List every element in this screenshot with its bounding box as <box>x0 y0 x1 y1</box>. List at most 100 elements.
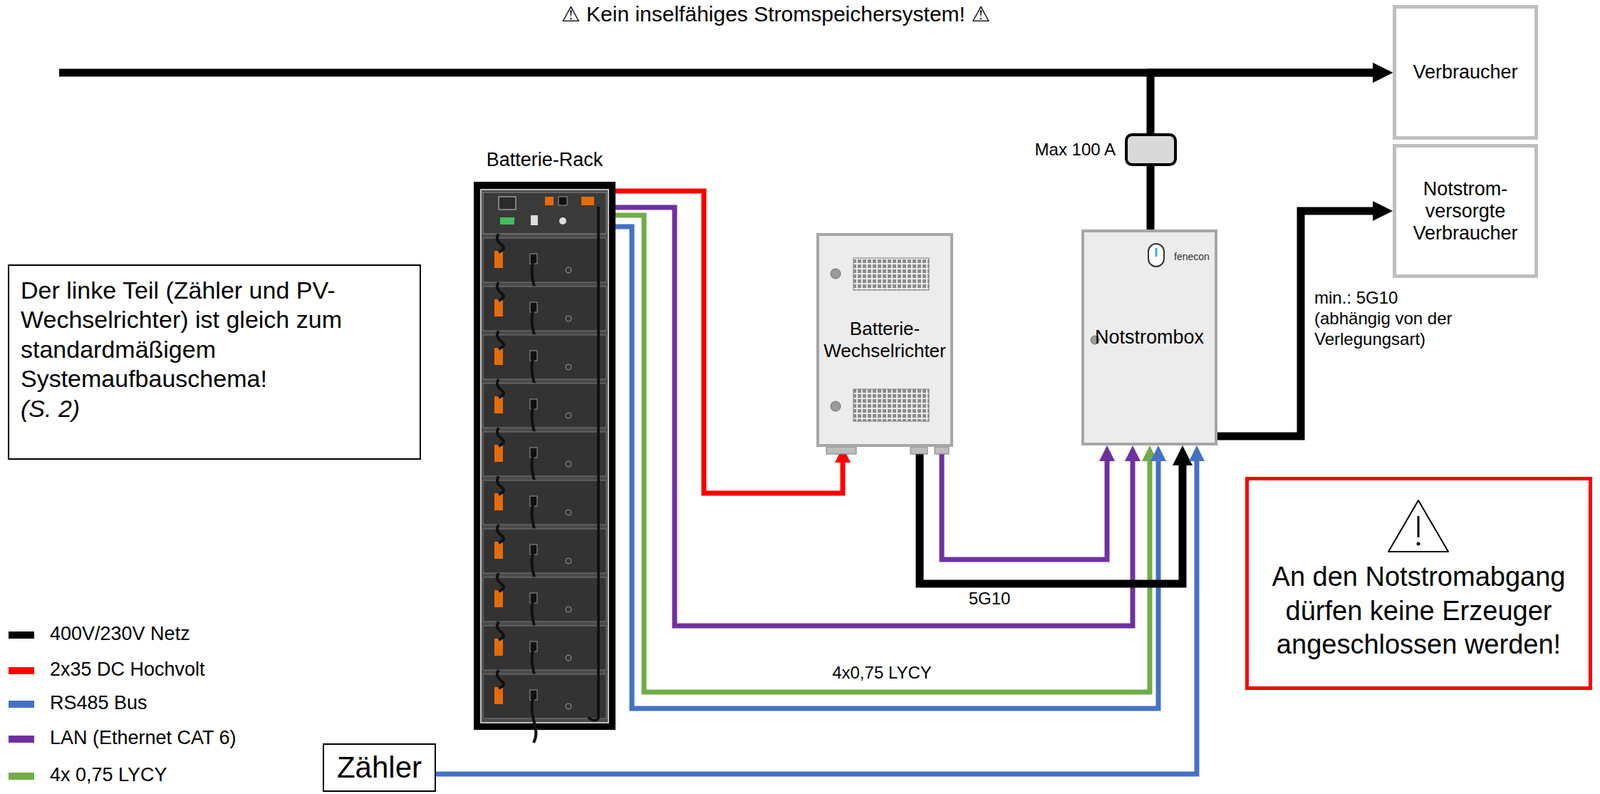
module-cable <box>497 378 504 398</box>
module-logo <box>565 412 572 419</box>
legend-text: 4x 0,75 LYCY <box>49 763 168 786</box>
vent-grille <box>853 257 929 290</box>
module-logo <box>565 606 572 612</box>
note-box: Der linke Teil (Zähler und PV-Wechselric… <box>7 264 422 460</box>
battery-rack-inner <box>480 189 609 723</box>
module-terminal <box>494 396 503 414</box>
module-cable <box>497 524 504 543</box>
module-cable <box>497 621 504 640</box>
module-terminal <box>494 686 503 704</box>
module-terminal <box>494 541 503 559</box>
module-terminal <box>494 347 503 365</box>
cable-gland <box>910 446 928 454</box>
battery-rack: Batterie-Rack <box>473 146 616 730</box>
status-led <box>830 401 841 412</box>
warning-triangle <box>1417 515 1420 538</box>
comm-port <box>530 215 538 226</box>
legend-text: 2x35 DC Hochvolt <box>49 658 206 681</box>
module-terminal <box>494 299 503 317</box>
module-cable <box>497 669 504 689</box>
module-cable <box>497 330 504 350</box>
legend-text: RS485 Bus <box>49 691 148 714</box>
comm-port <box>559 217 567 225</box>
battery-rack-frame <box>473 181 616 730</box>
module-logo <box>565 267 572 273</box>
cable-gland <box>934 446 949 454</box>
control-module <box>482 192 607 234</box>
cable-label: 5G10 <box>946 588 1033 610</box>
legend-swatch <box>8 700 35 708</box>
cable-connector <box>941 446 1108 560</box>
power-terminal <box>581 196 595 206</box>
cable-connector <box>615 215 1150 692</box>
warning-triangle <box>1416 542 1421 546</box>
module-terminal <box>494 444 503 462</box>
node-label: Batterie-Rack <box>459 148 630 171</box>
control-switch <box>500 217 515 225</box>
cable-gland <box>826 446 857 454</box>
node-label: An den Notstromabgang dürfen keine Erzeu… <box>1260 559 1578 662</box>
node-sublabel: fenecon <box>1173 250 1210 263</box>
power-terminal <box>558 196 568 206</box>
logo-icon <box>1148 243 1165 267</box>
module-logo <box>565 703 572 709</box>
node-label: Batterie-Wechselrichter <box>822 317 948 362</box>
cable-connector <box>1150 72 1373 230</box>
fuse-symbol <box>1126 134 1176 165</box>
backup-box: Notstromboxfenecon <box>1081 229 1218 446</box>
module-logo <box>565 509 572 516</box>
module-logo <box>565 460 572 467</box>
warning-triangle <box>1388 500 1449 552</box>
node-sublabel: (S. 2) <box>20 393 409 424</box>
status-led <box>830 268 841 279</box>
node-label: Zähler <box>336 750 422 785</box>
module-terminal <box>494 638 503 656</box>
vent-grille <box>853 388 929 422</box>
cable-label: Max 100 A <box>994 139 1116 161</box>
module-terminal <box>494 492 503 511</box>
cable-connector <box>615 190 843 493</box>
module-logo <box>565 557 572 564</box>
logo-icon <box>1155 247 1158 257</box>
legend-text: LAN (Ethernet CAT 6) <box>49 726 237 749</box>
backup-box-housing <box>1081 229 1218 446</box>
module-cable <box>497 427 504 446</box>
cable-label: 4x0,75 LYCY <box>803 662 961 684</box>
meter-box: Zähler <box>322 743 436 792</box>
load-box: Verbraucher <box>1392 4 1539 140</box>
node-label: Notstrom-versorgte Verbraucher <box>1400 178 1531 245</box>
power-terminal <box>544 196 554 206</box>
diagram-title: ⚠ Kein inselfähiges Stromspeichersystem!… <box>348 1 1204 27</box>
module-logo <box>565 364 572 370</box>
legend-swatch <box>8 666 35 674</box>
node-label: Der linke Teil (Zähler und PV-Wechselric… <box>20 275 409 394</box>
module-cable <box>497 233 504 253</box>
rack-cable <box>588 206 599 721</box>
legend-swatch <box>8 772 35 780</box>
backup-load-box: Notstrom-versorgte Verbraucher <box>1392 143 1539 278</box>
cable-connector <box>615 207 1133 626</box>
battery-inverter: Batterie-Wechselrichter <box>816 232 954 447</box>
module-terminal <box>494 589 503 607</box>
module-cable <box>532 695 537 743</box>
module-cable <box>497 572 504 592</box>
warning-box: An den Notstromabgang dürfen keine Erzeu… <box>1245 476 1593 690</box>
module-terminal <box>494 250 503 268</box>
cable-label: min.: 5G10 (abhängig von der Verlegungsa… <box>1314 287 1468 350</box>
battery-modules <box>482 206 607 743</box>
legend-swatch <box>8 735 35 743</box>
inverter-housing <box>816 232 954 447</box>
cable-connector <box>615 226 1159 709</box>
module-cable <box>497 282 504 301</box>
control-display <box>498 196 516 210</box>
cable-connector <box>919 446 1183 584</box>
legend-text: 400V/230V Netz <box>49 622 191 645</box>
node-label: Verbraucher <box>1412 61 1518 84</box>
module-logo <box>565 654 572 661</box>
module-logo <box>565 315 572 322</box>
legend-swatch <box>8 631 35 639</box>
module-cable <box>497 475 504 495</box>
